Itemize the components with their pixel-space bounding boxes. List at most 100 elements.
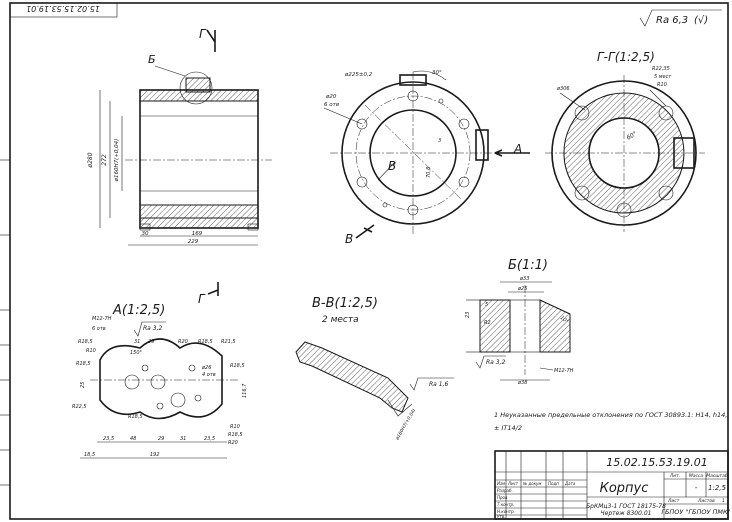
material-line-1: БрКМц3-1 ГОСТ 18175-78 <box>586 503 666 510</box>
svg-text:R10: R10 <box>657 82 667 88</box>
svg-text:R20: R20 <box>228 440 238 446</box>
svg-text:6 отв: 6 отв <box>92 326 106 332</box>
svg-text:Разраб.: Разраб. <box>497 488 513 493</box>
svg-text:3: 3 <box>438 138 441 144</box>
svg-text:5 мест: 5 мест <box>654 74 672 80</box>
view-a: A(1:2,5) Г Ra 3,2 M12-7H 6 отв R18,5 R10… <box>72 282 248 459</box>
svg-text:R21,5: R21,5 <box>221 339 236 345</box>
svg-text:R10: R10 <box>86 348 96 354</box>
sheet-frame <box>9 2 729 520</box>
svg-text:70,8: 70,8 <box>426 167 432 178</box>
top-stamp-box <box>9 2 118 18</box>
svg-text:Изм: Изм <box>497 481 505 486</box>
svg-text:4 отв: 4 отв <box>202 372 216 378</box>
svg-text:R10: R10 <box>230 424 240 430</box>
svg-text:ø160H7(+0,04): ø160H7(+0,04) <box>114 139 120 183</box>
svg-text:30°: 30° <box>432 70 442 76</box>
svg-text:23,5: 23,5 <box>204 436 215 442</box>
svg-text:Ra 1,6: Ra 1,6 <box>429 381 448 388</box>
svg-text:Лист: Лист <box>667 498 680 504</box>
cut-letter-g: Г <box>199 27 207 41</box>
svg-text:48: 48 <box>130 436 136 442</box>
svg-text:29: 29 <box>158 436 164 442</box>
left-strip <box>0 159 10 486</box>
svg-text:(√): (√) <box>694 15 708 26</box>
svg-text:R18,5: R18,5 <box>230 363 245 369</box>
cut-letter-v: В <box>388 159 396 173</box>
svg-text:ø25: ø25 <box>517 286 527 292</box>
svg-text:Ra 6,3: Ra 6,3 <box>656 15 688 26</box>
detail-b: Б(1:1) ø33 ø25 23 5 R2 10° Ra 3,2 ø38 M1… <box>465 258 574 386</box>
svg-text:23: 23 <box>465 312 471 318</box>
svg-text:ø26: ø26 <box>201 365 211 371</box>
material-line-2: Чертеж 8300.01 <box>601 510 652 517</box>
svg-text:R18,5: R18,5 <box>198 339 213 345</box>
svg-text:ø280: ø280 <box>87 152 94 168</box>
svg-text:№ докум: № докум <box>522 481 541 486</box>
section-letter-b: Б <box>148 53 156 66</box>
tolerance-note: 1 Неуказанные предельные отклонения по Г… <box>494 411 727 419</box>
view-arrow-a: A <box>513 142 522 156</box>
top-stamp: 15.02.15.53.19.01 <box>26 4 100 13</box>
title-block: 15.02.15.53.19.01 Корпус БрКМц3-1 ГОСТ 1… <box>494 450 731 520</box>
svg-text:Дата: Дата <box>564 481 576 486</box>
svg-text:Подп: Подп <box>548 481 559 486</box>
svg-text:169: 169 <box>192 231 203 237</box>
svg-text:29: 29 <box>148 339 154 345</box>
section-gg: Г-Г(1:2,5) R22,35 5 мест R10 ø306 60° <box>545 50 705 232</box>
front-view: ø225±0,2 ø20 6 отв 30° 3 70,8 В A В <box>323 70 530 246</box>
svg-text:23,5: 23,5 <box>103 436 114 442</box>
svg-text:272: 272 <box>101 154 108 166</box>
section-gg-title: Г-Г(1:2,5) <box>597 50 655 64</box>
svg-text:R18,5: R18,5 <box>128 414 143 420</box>
main-view: Б Г ø280 272 ø160H7(+0,04) 30 169 229 <box>87 27 272 246</box>
svg-text:116,7: 116,7 <box>242 383 248 398</box>
svg-text:R18,5: R18,5 <box>76 361 91 367</box>
svg-text:229: 229 <box>188 239 199 245</box>
svg-text:10°: 10° <box>559 315 570 326</box>
svg-text:ø33: ø33 <box>519 276 529 282</box>
svg-text:31: 31 <box>180 436 186 442</box>
tolerance-note-formula: ± IT14/2 <box>494 424 522 432</box>
svg-text:6 отв: 6 отв <box>324 102 339 108</box>
detail-b-title: Б(1:1) <box>508 258 548 273</box>
svg-text:Утв.: Утв. <box>497 514 505 519</box>
svg-text:ø38: ø38 <box>517 380 527 386</box>
svg-text:192: 192 <box>150 452 160 458</box>
svg-text:Ra 3,2: Ra 3,2 <box>143 325 162 332</box>
svg-text:R18,5: R18,5 <box>78 339 93 345</box>
section-vv-title: В-В(1:2,5) <box>312 296 378 311</box>
svg-text:30: 30 <box>142 231 149 237</box>
svg-text:R20: R20 <box>178 339 188 345</box>
svg-text:R22,35: R22,35 <box>652 66 670 72</box>
svg-text:18,5: 18,5 <box>84 452 95 458</box>
svg-text:-: - <box>695 484 698 492</box>
svg-text:ø306: ø306 <box>556 86 570 92</box>
svg-text:5: 5 <box>485 302 488 308</box>
svg-text:M12-7H: M12-7H <box>92 316 112 322</box>
roughness-mark: Ra 6,3 (√) <box>639 9 722 27</box>
section-vv: В-В(1:2,5) 2 места Ra 1,6 ø160H7(+0,04) <box>295 296 454 442</box>
svg-text:Пров.: Пров. <box>497 495 509 500</box>
title-name: Корпус <box>600 481 649 496</box>
svg-text:ø160H7(+0,04): ø160H7(+0,04) <box>394 408 417 442</box>
svg-text:60°: 60° <box>626 130 639 141</box>
view-a-title: A(1:2,5) <box>112 303 165 318</box>
svg-text:Лист: Лист <box>507 481 519 486</box>
svg-text:31: 31 <box>134 339 140 345</box>
svg-text:1:2,5: 1:2,5 <box>708 484 726 492</box>
view-a-cut: Г <box>198 292 206 306</box>
svg-text:Лит.: Лит. <box>669 473 680 479</box>
section-vv-subtitle: 2 места <box>322 315 359 325</box>
svg-text:R18,5: R18,5 <box>228 432 243 438</box>
svg-text:Масса: Масса <box>689 473 704 479</box>
svg-text:25: 25 <box>80 382 86 388</box>
svg-text:150°: 150° <box>130 350 143 356</box>
svg-text:R2: R2 <box>484 320 491 326</box>
organization: ГБПОУ "ГБПОУ ПМК" <box>661 508 730 516</box>
svg-text:R22,5: R22,5 <box>72 404 87 410</box>
svg-text:M12-7H: M12-7H <box>554 368 574 374</box>
svg-text:Н.контр.: Н.контр. <box>497 509 515 514</box>
svg-text:1: 1 <box>722 498 725 504</box>
